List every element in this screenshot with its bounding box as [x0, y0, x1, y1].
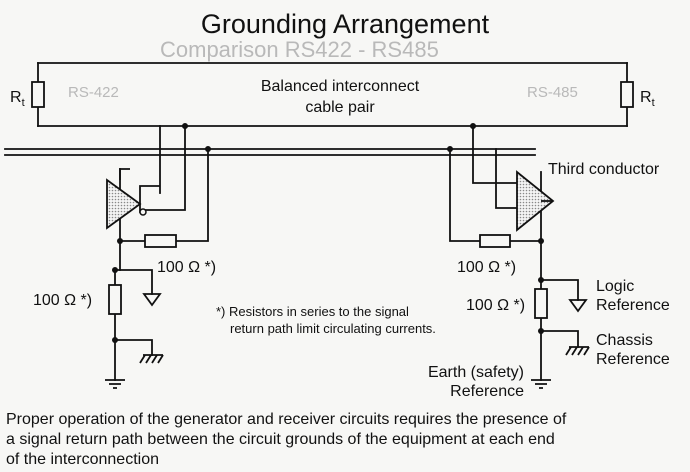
- caption-line2: a signal return path between the circuit…: [6, 431, 555, 448]
- label-100-right-vertical: 100 Ω *): [466, 297, 525, 314]
- third-conductor-label: Third conductor: [548, 161, 660, 178]
- chassis-reference-line2: Reference: [596, 351, 670, 368]
- cable-label-line2: cable pair: [305, 99, 375, 116]
- earth-reference-line1: Earth (safety): [428, 364, 524, 381]
- signal-ground-left-icon: [142, 293, 162, 307]
- chassis-ground-left-icon: [139, 354, 164, 364]
- svg-text:Rt: Rt: [640, 89, 655, 109]
- note-line2: return path limit circulating currents.: [230, 321, 436, 336]
- resistor-rt-right: [620, 81, 634, 108]
- note-line1: *) Resistors in series to the signal: [216, 304, 409, 319]
- ghost-heading: Comparison RS422 - RS485: [160, 37, 439, 62]
- caption-line1: Proper operation of the generator and re…: [6, 411, 567, 428]
- earth-ground-left-icon: [105, 379, 125, 389]
- resistor-100-left-horizontal: [144, 234, 177, 248]
- cable-label-line1: Balanced interconnect: [261, 78, 420, 95]
- svg-text:Rt: Rt: [10, 89, 25, 109]
- resistor-100-right-vertical: [534, 288, 548, 319]
- logic-reference-line2: Reference: [596, 297, 670, 314]
- label-100-right-horizontal: 100 Ω *): [457, 259, 516, 276]
- resistor-100-left-vertical: [108, 284, 122, 315]
- earth-reference-line2: Reference: [450, 383, 524, 400]
- ghost-col-right: RS-485: [527, 84, 578, 101]
- label-100-left-horizontal: 100 Ω *): [157, 259, 216, 276]
- logic-reference-line1: Logic: [596, 278, 634, 295]
- receiver-buffer: [516, 170, 555, 232]
- chassis-ground-right-icon: [565, 346, 590, 356]
- logic-ground-right-icon: [568, 299, 588, 313]
- earth-ground-right-icon: [531, 379, 551, 389]
- ghost-col-left: RS-422: [68, 84, 119, 101]
- generator-buffer: [106, 168, 160, 230]
- diagram-title: Grounding Arrangement: [201, 9, 490, 39]
- label-rt-right: Rt: [640, 89, 655, 109]
- label-rt-left: Rt: [10, 89, 25, 109]
- caption-line3: of the interconnection: [6, 451, 159, 468]
- label-100-left-vertical: 100 Ω *): [33, 292, 92, 309]
- resistor-100-right-horizontal: [479, 234, 511, 248]
- show-through-text: Comparison RS422 - RS485 RS-422 RS-485: [68, 37, 578, 101]
- resistor-rt-left: [31, 81, 45, 108]
- chassis-reference-line1: Chassis: [596, 332, 653, 349]
